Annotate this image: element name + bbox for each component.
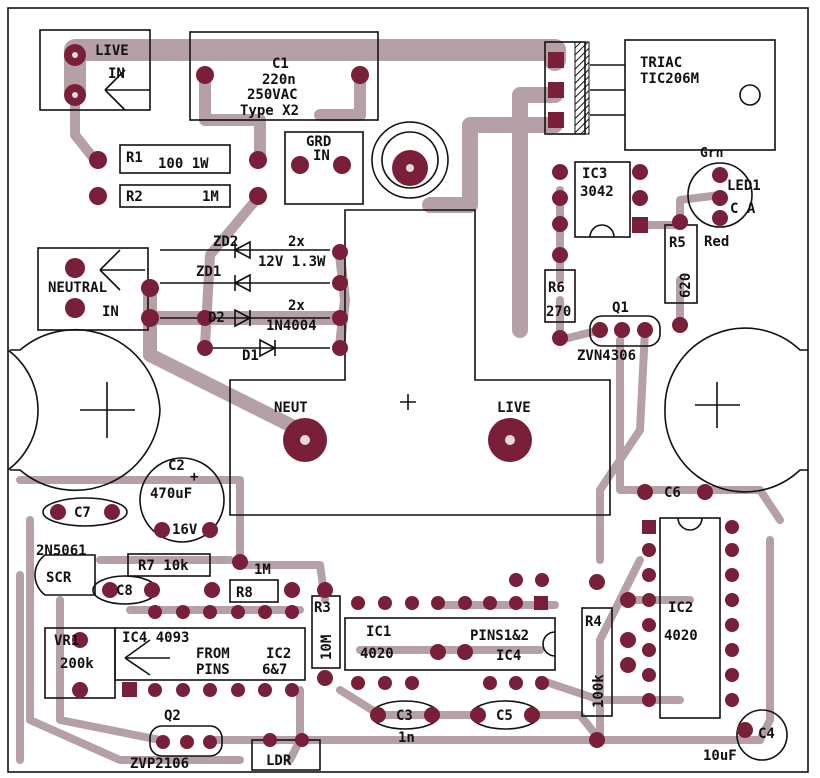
- d-count: 2x: [288, 298, 305, 314]
- c3-value: 1n: [398, 730, 415, 746]
- c2-voltage: 16V: [172, 522, 198, 538]
- zd1-label: ZD1: [196, 264, 221, 280]
- c7-label: C7: [74, 505, 91, 521]
- zd-value: 12V 1.3W: [258, 254, 326, 270]
- board-outline: [7, 7, 809, 773]
- neutral-in-label: IN: [102, 304, 119, 320]
- led-pins: C A: [730, 201, 756, 217]
- c2-label: C2: [168, 458, 185, 474]
- r5-value: 620: [678, 273, 694, 298]
- r4-value: 100k: [591, 674, 607, 708]
- led-green: Grn: [700, 146, 723, 161]
- r7-label: R7 10k: [138, 558, 189, 574]
- neutral-label: NEUTRAL: [48, 280, 107, 296]
- solder-pads: [50, 44, 753, 749]
- ldr-label: LDR: [266, 753, 292, 769]
- r1-value: 100 1W: [158, 156, 209, 172]
- neut-pad-label: NEUT: [274, 400, 308, 416]
- live-in-label: LIVE: [95, 43, 129, 59]
- scr-part: 2N5061: [36, 543, 87, 559]
- led-red: Red: [704, 234, 729, 250]
- c8-label: C8: [116, 583, 133, 599]
- triac-part: TIC206M: [640, 71, 699, 87]
- ic3-label: IC3: [582, 166, 607, 182]
- ic2-label: IC2: [668, 600, 693, 616]
- vr1-value: 200k: [60, 656, 94, 672]
- r3-label: R3: [314, 600, 331, 616]
- c1-value: 220n: [262, 72, 296, 88]
- grd-in-label: IN: [313, 148, 330, 164]
- r6-label: R6: [548, 280, 565, 296]
- r8-label: R8: [236, 585, 253, 601]
- from-label: FROM: [196, 646, 230, 662]
- led1-label: LED1: [727, 178, 761, 194]
- ic1-part: 4020: [360, 646, 394, 662]
- from-ic2-label: IC2: [266, 646, 291, 662]
- vr1-label: VR1: [54, 633, 79, 649]
- r1-label: R1: [126, 150, 143, 166]
- c1-voltage: 250VAC: [247, 87, 298, 103]
- component-outlines: [7, 29, 808, 771]
- r2-value: 1M: [202, 189, 219, 205]
- pins-numbers: 6&7: [262, 662, 287, 678]
- c1-label: C1: [272, 56, 289, 72]
- live-in-label-2: IN: [108, 66, 125, 82]
- r6-value: 270: [546, 304, 571, 320]
- r4-label: R4: [585, 614, 602, 630]
- c6-label: C6: [664, 485, 681, 501]
- c5-label: C5: [496, 708, 513, 724]
- d-value: 1N4004: [266, 318, 317, 334]
- c4-value: 10uF: [703, 748, 737, 764]
- d1-label: D1: [242, 348, 259, 364]
- ic2-part: 4020: [664, 628, 698, 644]
- zd-count: 2x: [288, 234, 305, 250]
- c1-type: Type X2: [240, 103, 299, 119]
- r2-label: R2: [126, 189, 143, 205]
- r5-label: R5: [669, 235, 686, 251]
- silkscreen-labels: LIVE IN C1 220n 250VAC Type X2 TRIAC TIC…: [36, 43, 775, 772]
- c2-value: 470uF: [150, 486, 192, 502]
- zd2-label: ZD2: [213, 234, 238, 250]
- live-pad-label: LIVE: [497, 400, 531, 416]
- c3-label: C3: [396, 708, 413, 724]
- ic1-label: IC1: [366, 624, 391, 640]
- ic3-part: 3042: [580, 184, 614, 200]
- grd-label: GRD: [306, 134, 331, 150]
- r3-value: 10M: [319, 635, 335, 660]
- triac-label: TRIAC: [640, 55, 682, 71]
- ic4-part: IC4 4093: [122, 630, 189, 646]
- r8-value: 1M: [254, 562, 271, 578]
- pins-label: PINS: [196, 662, 230, 678]
- c2-plus: +: [190, 469, 198, 485]
- c4-label: C4: [758, 726, 775, 742]
- q2-label: Q2: [164, 708, 181, 724]
- scr-label: SCR: [46, 570, 72, 586]
- ic4-pins-label: PINS1&2: [470, 628, 529, 644]
- q1-label: Q1: [612, 300, 629, 316]
- q2-part: ZVP2106: [130, 756, 189, 772]
- d2-label: D2: [208, 310, 225, 326]
- ic4-label: IC4: [496, 648, 521, 664]
- q1-part: ZVN4306: [577, 348, 636, 364]
